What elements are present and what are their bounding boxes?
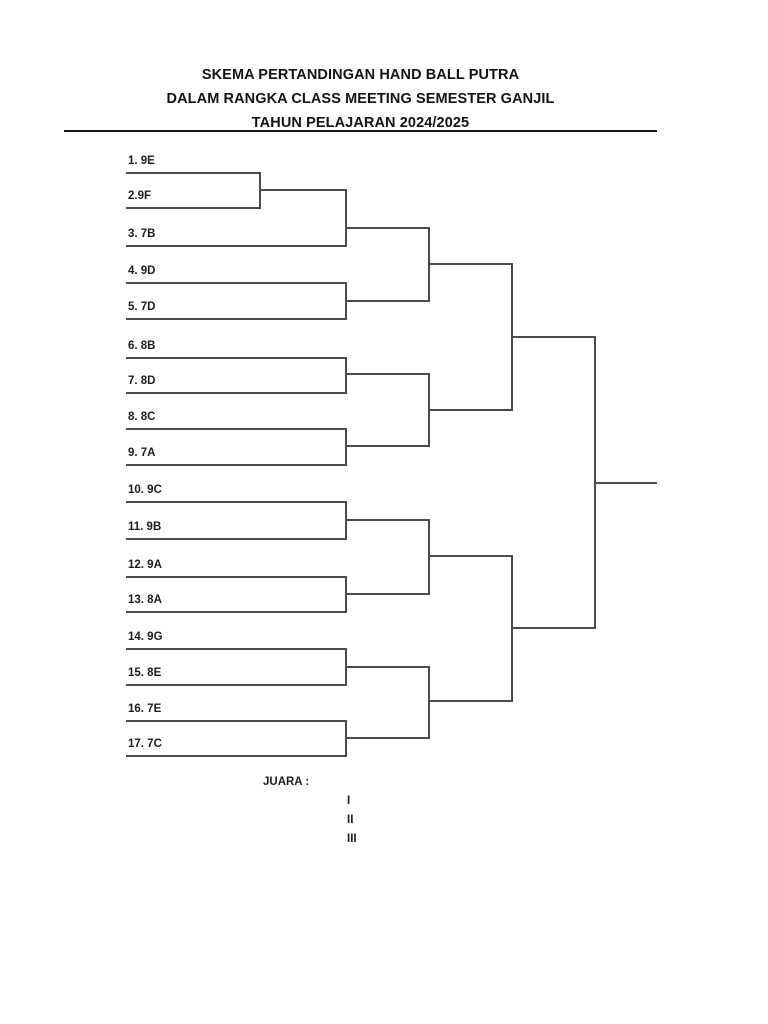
- team-underline: [126, 576, 347, 578]
- winner-line: [345, 593, 430, 595]
- winner-line: [428, 700, 513, 702]
- title-line-2: DALAM RANGKA CLASS MEETING SEMESTER GANJ…: [166, 91, 555, 107]
- team-underline: [126, 207, 261, 209]
- winner-line: [428, 409, 513, 411]
- team-underline: [126, 611, 347, 613]
- match-connector: [345, 189, 347, 247]
- team-underline: [126, 282, 347, 284]
- team-underline: [126, 428, 347, 430]
- team-slot-3: 3. 7B: [128, 228, 156, 240]
- match-connector: [345, 357, 347, 394]
- team-slot-14: 14. 9G: [128, 631, 163, 643]
- team-slot-5: 5. 7D: [128, 301, 156, 313]
- winner-line: [428, 555, 513, 557]
- winner-line: [345, 666, 430, 668]
- champion-line: [594, 482, 657, 484]
- team-slot-17: 17. 7C: [128, 738, 162, 750]
- team-underline: [126, 720, 347, 722]
- team-slot-15: 15. 8E: [128, 667, 162, 679]
- team-underline: [126, 392, 347, 394]
- team-slot-11: 11. 9B: [128, 521, 162, 533]
- page-title: SKEMA PERTANDINGAN HAND BALL PUTRA DALAM…: [64, 63, 657, 135]
- team-slot-16: 16. 7E: [128, 703, 162, 715]
- team-slot-12: 12. 9A: [128, 559, 162, 571]
- winner-line: [259, 189, 347, 191]
- title-line-3: TAHUN PELAJARAN 2024/2025: [251, 115, 470, 131]
- team-slot-8: 8. 8C: [128, 411, 156, 423]
- team-underline: [126, 172, 261, 174]
- team-slot-9: 9. 7A: [128, 447, 156, 459]
- title-divider: [64, 130, 657, 132]
- juara-label: JUARA :: [263, 776, 310, 788]
- team-underline: [126, 464, 347, 466]
- match-connector: [345, 428, 347, 466]
- rank-second: II: [347, 814, 354, 826]
- team-slot-1: 1. 9E: [128, 155, 155, 167]
- winner-line: [345, 300, 430, 302]
- team-underline: [126, 501, 347, 503]
- team-slot-2: 2.9F: [128, 190, 152, 202]
- team-slot-4: 4. 9D: [128, 265, 156, 277]
- team-underline: [126, 245, 347, 247]
- team-slot-6: 6. 8B: [128, 340, 156, 352]
- title-line-1: SKEMA PERTANDINGAN HAND BALL PUTRA: [201, 67, 520, 83]
- match-connector: [428, 666, 430, 739]
- team-underline: [126, 357, 347, 359]
- winner-line: [345, 373, 430, 375]
- team-slot-7: 7. 8D: [128, 375, 156, 387]
- team-underline: [126, 318, 347, 320]
- rank-third: III: [347, 833, 357, 845]
- rank-first: I: [347, 795, 351, 807]
- team-underline: [126, 538, 347, 540]
- team-slot-10: 10. 9C: [128, 484, 162, 496]
- winner-line: [345, 227, 430, 229]
- match-connector: [428, 519, 430, 595]
- winner-line: [345, 445, 430, 447]
- team-slot-13: 13. 8A: [128, 594, 162, 606]
- team-underline: [126, 755, 347, 757]
- winner-line: [345, 519, 430, 521]
- winner-line: [511, 336, 596, 338]
- winner-line: [345, 737, 430, 739]
- winner-line: [511, 627, 596, 629]
- team-underline: [126, 648, 347, 650]
- team-underline: [126, 684, 347, 686]
- winner-line: [428, 263, 513, 265]
